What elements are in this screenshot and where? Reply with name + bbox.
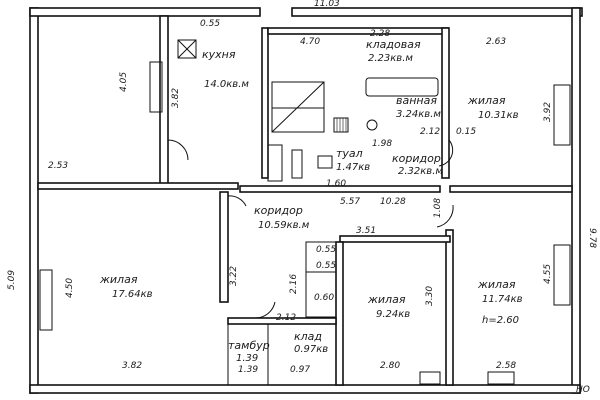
room-pantry-area: 2.23кв.м bbox=[368, 53, 413, 64]
dim-470: 4.70 bbox=[300, 37, 320, 47]
room-corridor-main-name: коридор bbox=[254, 204, 303, 217]
dim-557: 5.57 bbox=[340, 197, 360, 207]
wall-living-mid-west bbox=[335, 241, 344, 386]
dim-382-top: 3.82 bbox=[171, 88, 181, 108]
dim-455: 4.55 bbox=[543, 264, 553, 284]
wall-north-left bbox=[29, 7, 261, 17]
wall-corridor-north bbox=[239, 185, 441, 193]
room-storage-name: клад bbox=[294, 330, 322, 343]
door-arc-east bbox=[436, 204, 454, 228]
wall-living-west-east bbox=[219, 191, 229, 303]
wall-living-ne-west bbox=[441, 27, 450, 179]
storage-box bbox=[267, 323, 337, 386]
dim-978: 9.78 bbox=[587, 228, 597, 248]
dim-263: 2.63 bbox=[486, 37, 506, 47]
dim-015: 0.15 bbox=[456, 127, 476, 137]
dim-330: 3.30 bbox=[425, 286, 435, 306]
dim-258: 2.58 bbox=[496, 361, 516, 371]
room-bath-name: ванная bbox=[396, 94, 437, 107]
dim-351: 3.51 bbox=[356, 226, 376, 236]
window-east-top bbox=[553, 84, 571, 146]
dim-382-bottom: 3.82 bbox=[122, 361, 142, 371]
wall-kitchen-west bbox=[159, 15, 169, 187]
dim-392: 3.92 bbox=[543, 102, 553, 122]
door-arc-kitchen bbox=[167, 139, 189, 161]
dim-055: 0.55 bbox=[316, 245, 336, 255]
wall-living-e-north bbox=[449, 185, 573, 193]
wall-north-right bbox=[291, 7, 583, 17]
appliance-icon bbox=[267, 144, 283, 182]
room-bath-area: 3.24кв.м bbox=[396, 109, 441, 120]
dim-253: 2.53 bbox=[48, 161, 68, 171]
room-kitchen-area: 14.0кв.м bbox=[204, 79, 249, 90]
wall-east bbox=[571, 7, 581, 394]
dim-216: 2.16 bbox=[289, 274, 299, 294]
window-west-bottom bbox=[39, 269, 53, 331]
wall-services-west bbox=[261, 27, 269, 179]
window-east-bottom bbox=[553, 244, 571, 306]
room-living-w-area: 17.64кв bbox=[112, 289, 153, 300]
dim-228: 2.28 bbox=[370, 29, 390, 39]
room-living-e-name: жилая bbox=[477, 278, 516, 291]
dim-212: 2.12 bbox=[420, 127, 440, 137]
dim-139: 1.39 bbox=[238, 365, 258, 375]
dim-097: 0.97 bbox=[290, 365, 310, 375]
dim-450: 4.50 bbox=[65, 278, 75, 298]
wall-services-top bbox=[267, 27, 449, 35]
room-pantry-name: кладовая bbox=[366, 38, 421, 51]
window-west bbox=[149, 61, 163, 113]
dim-1028: 10.28 bbox=[380, 197, 406, 207]
dim-108: 1.08 bbox=[433, 198, 443, 218]
dim-top-total: 11.03 bbox=[314, 0, 340, 9]
wall-living-mid-north bbox=[339, 235, 451, 243]
dim-top-gap: 0.55 bbox=[200, 19, 220, 29]
window-south-right bbox=[487, 371, 515, 385]
room-living-mid-area: 9.24кв bbox=[376, 309, 410, 320]
room-storage-area: 0.97кв bbox=[294, 344, 328, 355]
room-wc-name: туал bbox=[336, 147, 363, 160]
room-wc-area: 1.47кв bbox=[336, 162, 370, 173]
wall-kitchen-south bbox=[37, 182, 239, 190]
wall-south bbox=[29, 384, 581, 394]
room-corridor-small-name: коридор bbox=[392, 152, 441, 165]
door-arc-west bbox=[227, 195, 247, 207]
dim-055b: 0.55 bbox=[316, 261, 336, 271]
dim-212b: 2.12 bbox=[276, 313, 296, 323]
room-living-e-height: h=2.60 bbox=[482, 315, 519, 326]
radiator-icon bbox=[333, 117, 349, 133]
dim-060: 0.60 bbox=[314, 293, 334, 303]
dim-322: 3.22 bbox=[229, 266, 239, 286]
dim-280: 2.80 bbox=[380, 361, 400, 371]
stove-icon bbox=[177, 39, 197, 59]
room-corridor-main-area: 10.59кв.м bbox=[258, 220, 310, 231]
room-living-w-name: жилая bbox=[99, 273, 138, 286]
closet-bottom bbox=[305, 271, 337, 318]
dim-509: 5.09 bbox=[7, 270, 17, 290]
room-living-e-area: 11.74кв bbox=[482, 294, 523, 305]
room-living-mid-name: жилая bbox=[367, 293, 406, 306]
room-vestibule-area: 1.39 bbox=[236, 353, 258, 364]
room-kitchen-name: кухня bbox=[202, 48, 236, 61]
bathtub-icon bbox=[365, 77, 439, 97]
washbasin-icon bbox=[366, 119, 378, 131]
room-living-ne-area: 10.31кв bbox=[478, 110, 519, 121]
window-south-left bbox=[419, 371, 441, 385]
room-living-ne-name: жилая bbox=[467, 94, 506, 107]
toilet-icon bbox=[317, 155, 333, 169]
shaft-icon bbox=[271, 81, 325, 133]
room-vestibule-name: тамбур bbox=[228, 339, 270, 352]
wall-west bbox=[29, 7, 39, 394]
room-corridor-small-area: 2.32кв.м bbox=[398, 166, 443, 177]
door-arc-ne bbox=[438, 139, 454, 167]
door-arc-vestibule bbox=[254, 301, 276, 319]
dim-405: 4.05 bbox=[119, 72, 129, 92]
wall-living-mid-east bbox=[445, 229, 454, 386]
dim-198: 1.98 bbox=[372, 139, 392, 149]
north-mark: НО bbox=[576, 385, 590, 395]
dim-160: 1.60 bbox=[326, 179, 346, 189]
